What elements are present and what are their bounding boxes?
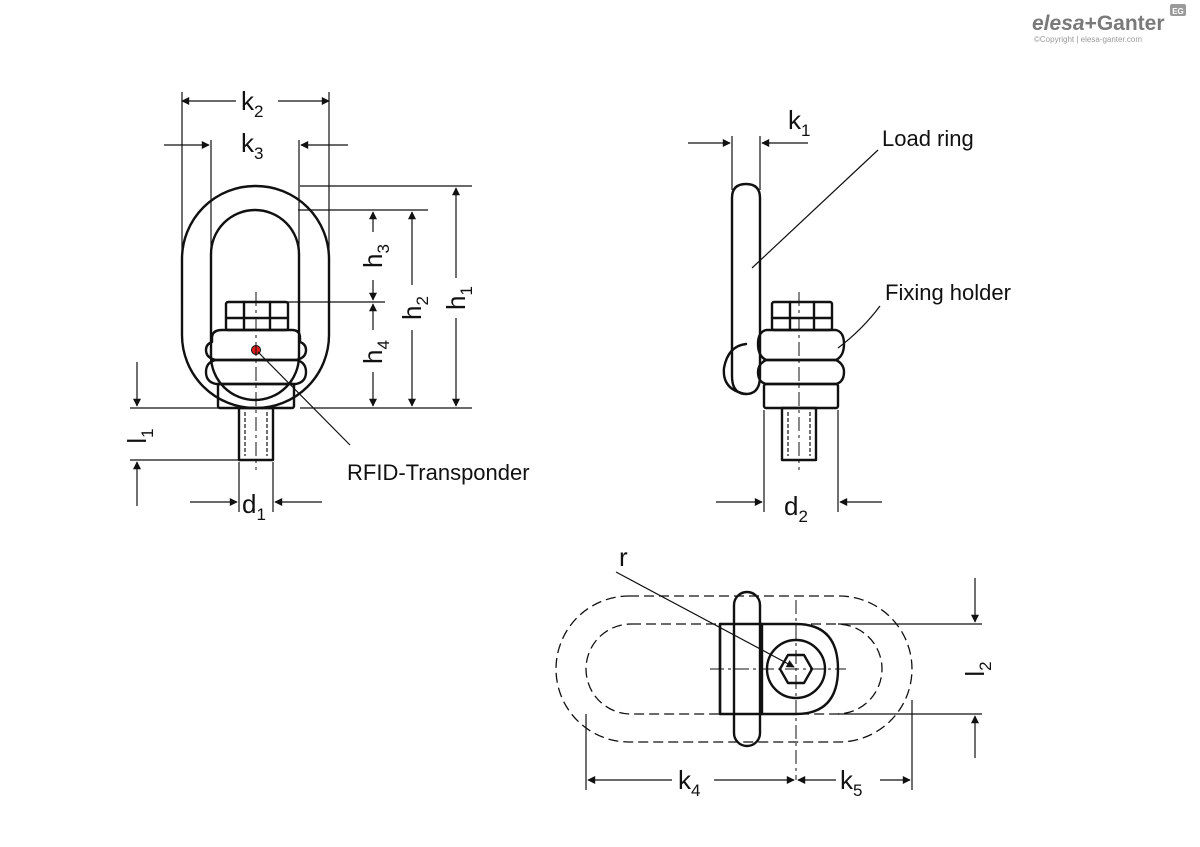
dim-label-h1: h1 [441,286,476,310]
load-ring-leader [751,149,879,269]
brand-name-part2: Ganter [1097,12,1165,35]
top-swing-outer [555,595,913,743]
r-leader [615,571,795,668]
side-fixing-holder [756,328,846,410]
front-ring-inner [209,208,301,402]
dim-label-r: r [619,542,628,572]
side-dimensions [688,136,882,512]
brand-badge-box [1170,4,1186,16]
top-dimensions [585,578,982,790]
dim-label-h2: h2 [397,296,432,320]
dim-label-d2: d2 [784,491,808,526]
fixing-holder-leader [837,305,881,349]
front-dimensions [130,92,472,512]
side-hex-nut [770,300,834,332]
svg-text:h2: h2 [397,296,432,320]
svg-text:h4: h4 [358,340,393,364]
dim-label-h3: h3 [358,244,393,268]
dim-label-k1: k1 [788,105,810,140]
svg-text:l1: l1 [122,428,157,443]
rfid-leader [257,351,351,446]
side-view [722,149,881,470]
svg-text:elesa+Ganter: elesa+Ganter [1032,12,1165,35]
front-view [180,184,351,470]
brand-logo: elesa+Ganter EG ©Copyright | elesa-gante… [1032,4,1186,44]
dim-label-d1: d1 [242,489,266,524]
front-hex-nut [224,300,290,332]
svg-text:l2: l2 [960,661,995,676]
side-load-ring [730,182,762,396]
callout-fixing-holder: Fixing holder [885,280,1011,305]
dim-label-k3: k3 [241,128,263,163]
callout-rfid-transponder: RFID-Transponder [347,460,530,485]
svg-text:h3: h3 [358,244,393,268]
dim-label-h4: h4 [358,340,393,364]
dim-label-l2: l2 [960,661,995,676]
brand-copyright: ©Copyright | elesa-ganter.com [1034,35,1142,44]
brand-name-separator: + [1085,12,1097,35]
brand-name-part1: elesa [1032,12,1085,35]
dim-label-l1: l1 [122,428,157,443]
svg-text:h1: h1 [441,286,476,310]
dim-label-k2: k2 [241,86,263,121]
callout-load-ring: Load ring [882,126,974,151]
dim-label-k4: k4 [678,765,700,800]
top-view [555,571,913,780]
dim-label-k5: k5 [840,765,862,800]
brand-badge: EG [1172,7,1184,16]
